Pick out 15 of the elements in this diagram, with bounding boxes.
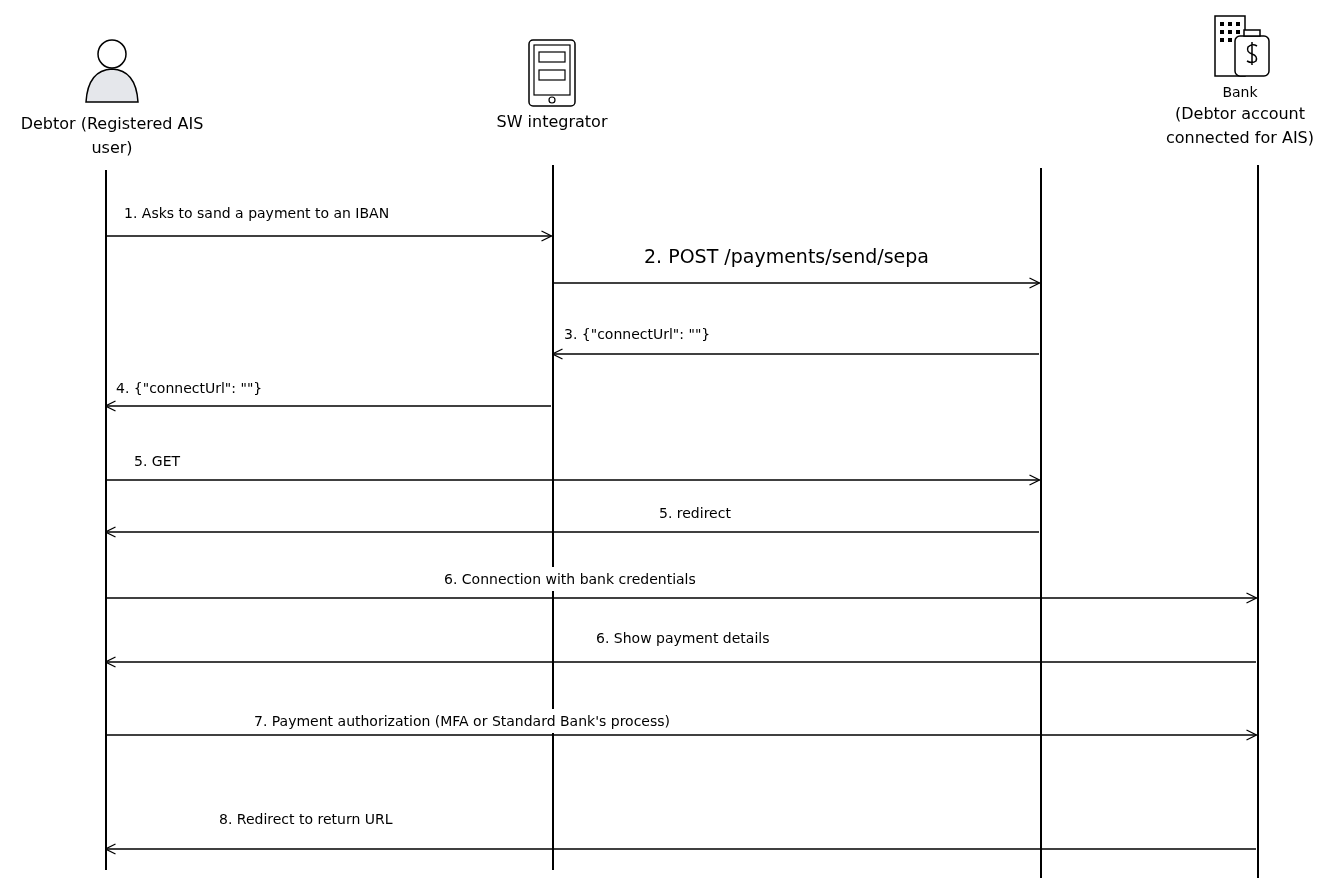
participant-label: Bank bbox=[1221, 83, 1259, 102]
message-arrow bbox=[104, 526, 1040, 538]
message-arrow bbox=[104, 843, 1257, 855]
message-arrow bbox=[105, 729, 1258, 741]
participant-label: SW integrator bbox=[495, 111, 609, 133]
message-arrow bbox=[104, 400, 552, 412]
message-arrow bbox=[105, 592, 1258, 604]
lifeline bbox=[1040, 168, 1042, 878]
message-arrow bbox=[105, 230, 553, 242]
message-arrow bbox=[104, 656, 1257, 668]
participant-label: (Debtor account connected for AIS) bbox=[1165, 103, 1315, 149]
participant-label: Debtor (Registered AIS user) bbox=[19, 113, 205, 159]
message-arrow bbox=[105, 474, 1041, 486]
message-arrow bbox=[552, 277, 1041, 289]
message-arrow bbox=[551, 348, 1040, 360]
